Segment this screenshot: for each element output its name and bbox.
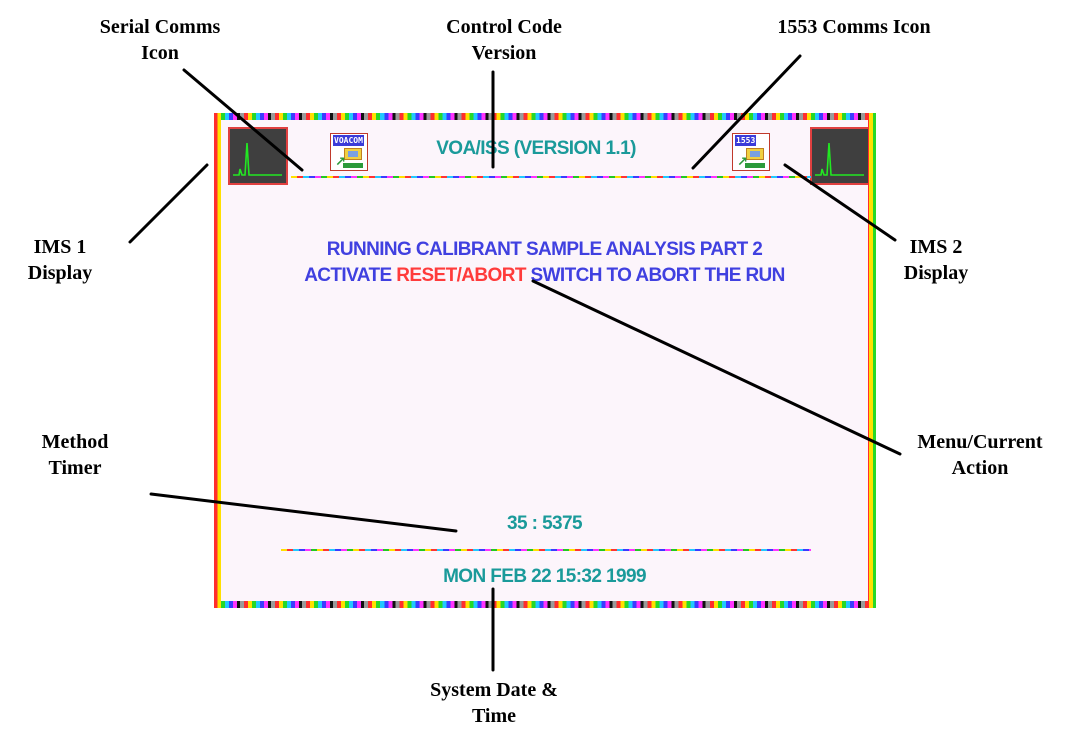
callout-method-timer: Method Timer — [41, 431, 109, 479]
callout-ims2-display: IMS 2 Display — [903, 236, 969, 284]
callout-system-date-time: System Date & Time — [430, 679, 558, 727]
current-action-line-1: RUNNING CALIBRANT SAMPLE ANALYSIS PART 2 — [326, 239, 763, 260]
ims1-display — [228, 127, 288, 185]
base-icon — [745, 163, 765, 168]
method-timer-value: 35 : 5375 — [507, 513, 582, 534]
callout-menu-current-action: Menu/Current Action — [917, 431, 1043, 479]
terminal-icon — [746, 148, 764, 160]
callout-ims1-display: IMS 1 Display — [27, 236, 93, 284]
callout-serial-comms-icon: Serial Comms Icon — [99, 16, 221, 64]
reset-abort-label: RESET/ABORT — [396, 265, 526, 286]
callout-1553-comms-icon: 1553 Comms Icon — [777, 16, 931, 38]
ims2-display — [810, 127, 868, 185]
footer-divider — [281, 549, 811, 551]
ims-waveform-icon — [815, 142, 864, 176]
comms-1553-icon-tag: 1553 — [735, 135, 757, 146]
ims-waveform-icon — [233, 142, 282, 176]
current-action-line-2: ACTIVATE RESET/ABORT SWITCH TO ABORT THE… — [304, 265, 785, 286]
serial-comms-icon-tag: VOACOM — [333, 135, 364, 146]
arrow-icon: ↗ — [335, 155, 346, 170]
callout-control-code-version: Control Code Version — [446, 16, 562, 64]
display-screen: VOACOM ↗ VOA/ISS (VERSION 1.1) 1553 ↗ RU… — [214, 113, 876, 608]
serial-comms-icon: VOACOM ↗ — [330, 133, 368, 171]
leader-ims1-display — [128, 163, 209, 244]
system-date-time-value: MON FEB 22 15:32 1999 — [443, 566, 646, 587]
control-code-version: VOA/ISS (VERSION 1.1) — [436, 138, 636, 159]
comms-1553-icon: 1553 ↗ — [732, 133, 770, 171]
header-divider — [291, 176, 811, 178]
terminal-icon — [344, 148, 362, 160]
base-icon — [343, 163, 363, 168]
